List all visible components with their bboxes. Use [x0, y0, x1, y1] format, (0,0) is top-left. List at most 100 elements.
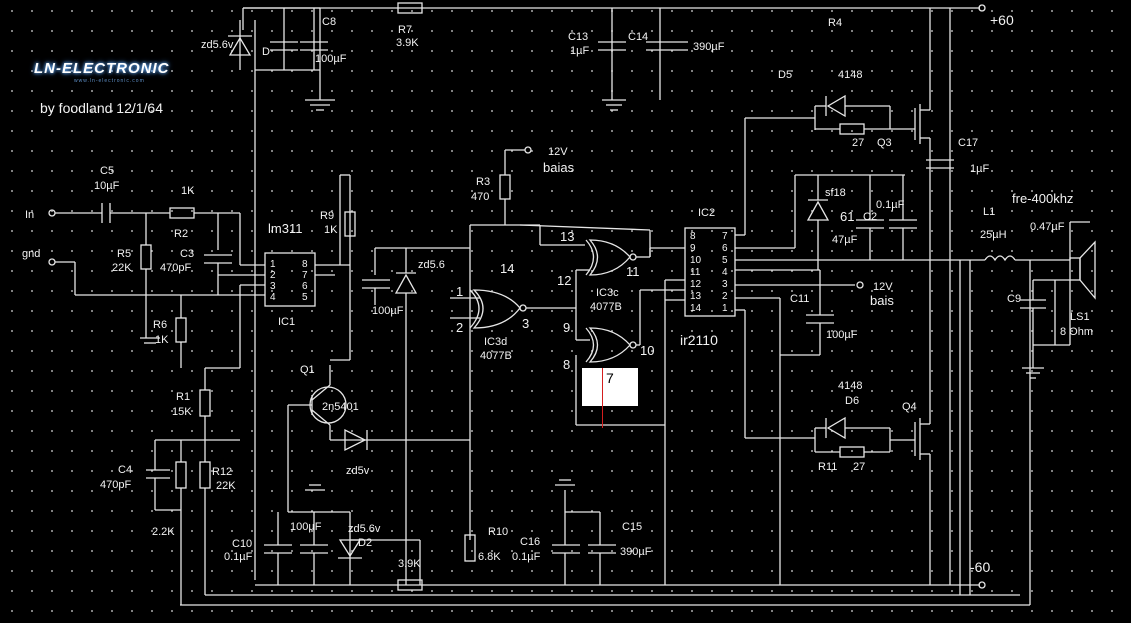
ic2-pin-8: 8: [690, 231, 696, 242]
c9-ref: C9: [1007, 293, 1021, 305]
ic1-name: lm311: [268, 221, 302, 236]
rail-negative: [180, 8, 1030, 606]
speaker-symbol: [1069, 240, 1096, 300]
ic2-body: [684, 227, 736, 317]
ic2-pin-9: 9: [690, 243, 696, 254]
ic3-bottom-gate: [585, 327, 637, 363]
c16-value: 0.1µF: [512, 551, 541, 563]
c4-ref: C4: [118, 464, 132, 476]
annotation-box-label: 7: [606, 370, 614, 386]
rail-positive-label: +60: [990, 12, 1014, 28]
r6-ref: R6: [153, 319, 167, 331]
gate-pin-11: 11: [626, 264, 640, 279]
q4-ref: Q4: [902, 401, 917, 413]
ic3d-gate: [469, 289, 527, 329]
bias-text-bottom: bais: [870, 293, 894, 308]
r12-ref: R12: [212, 466, 232, 478]
ic1-pin-7: 7: [302, 270, 308, 281]
ic2-pin-13: 13: [690, 291, 702, 302]
d6-part: 4148: [838, 380, 862, 392]
r5-value: 22K: [112, 262, 132, 274]
ic2-pin-12: 12: [690, 279, 702, 290]
r10-ref: R10: [488, 526, 508, 538]
q1-transistor: [309, 384, 347, 426]
c3-ref: C3: [180, 248, 194, 260]
ic1-pin-5: 5: [302, 292, 308, 303]
r-bottom-value: 3.9K: [398, 558, 421, 570]
input-gnd-label: gnd: [22, 248, 40, 260]
ic1-pin-6: 6: [302, 281, 308, 292]
c17-ref: C17: [958, 137, 978, 149]
l1-value: 25µH: [980, 229, 1007, 241]
r4-ref: R4: [828, 17, 842, 29]
d5-diode: [825, 94, 846, 118]
ic1-pin-3: 3: [270, 281, 276, 292]
zener-q1-label: zd5v: [346, 465, 370, 477]
ic1-pin-8: 8: [302, 259, 308, 270]
author-credit: by foodland 12/1/64: [40, 100, 163, 116]
ic2-pin-6: 6: [722, 243, 728, 254]
ic2-pin-7: 7: [722, 231, 728, 242]
r10-value: 6.8K: [478, 551, 501, 563]
q1-ref: Q1: [300, 364, 315, 376]
ic2-name: ir2110: [680, 332, 718, 348]
c-zd-value: 100µF: [372, 305, 404, 317]
c5-value: 10µF: [94, 180, 120, 192]
q3-ref: Q3: [877, 137, 892, 149]
ls1-value: 8 Ohm: [1060, 326, 1093, 338]
c16-ref: C16: [520, 536, 540, 548]
rail-negative-label: -60: [970, 559, 990, 575]
c11-ref: C11: [790, 293, 809, 305]
ic1-pin-4: 4: [270, 292, 276, 303]
ic3d-part: 4077B: [480, 350, 512, 362]
brand-logo-tagline: www.ln-electronic.com: [74, 78, 145, 84]
r7-value: 3.9K: [396, 37, 419, 49]
ic2-pin-14: 14: [690, 303, 702, 314]
c17-value: 1µF: [970, 163, 989, 175]
c8-ref: C8: [322, 16, 336, 28]
r5-ref: R5: [117, 248, 131, 260]
gate-pin-9: 9: [563, 320, 570, 335]
r1-value: 15K: [172, 406, 192, 418]
brand-logo: LN-ELECTRONIC: [34, 60, 170, 77]
q1-part: 2n5401: [322, 401, 359, 413]
r9-ref: R9: [320, 210, 334, 222]
d5-ref: D5: [778, 69, 792, 81]
q4-mosfet: [914, 260, 931, 585]
zener-top-ref: D: [262, 46, 270, 58]
input-in-label: In: [25, 209, 34, 221]
ic3c-part: 4077B: [590, 301, 622, 313]
ic2-pin-3: 3: [722, 279, 728, 290]
ic2-pin-5: 5: [722, 255, 728, 266]
r-q3-value: 27: [852, 137, 864, 149]
gate-pin-2: 2: [456, 320, 463, 335]
r7-ref: R7: [398, 24, 412, 36]
c-boot-value: 47µF: [832, 234, 858, 246]
ic2-pin-1: 1: [722, 303, 728, 314]
gate-pin-14: 14: [500, 261, 514, 276]
c5-ref: C5: [100, 165, 114, 177]
r3-ref: R3: [476, 176, 490, 188]
ic2-pin-11: 11: [690, 267, 701, 278]
gate-pin-13: 13: [560, 229, 574, 244]
ic2-pin-4: 4: [722, 267, 728, 278]
c10-ref: C10: [232, 538, 252, 550]
ls1-ref: LS1: [1070, 311, 1090, 323]
bias-12v-bottom: 12V: [873, 281, 893, 293]
c3-value: 470pF: [160, 262, 191, 274]
r12-value: 22K: [216, 480, 236, 492]
zener-top-label: zd5.6v: [201, 39, 234, 51]
ic1-pin-2: 2: [270, 270, 276, 281]
ic1-ref: IC1: [278, 316, 295, 328]
r11-value: 27: [853, 461, 865, 473]
c61-label: 61: [840, 209, 854, 224]
c13-ref: C13: [568, 31, 588, 43]
c10-value: 0.1µF: [224, 551, 253, 563]
d2-ref: D2: [358, 537, 372, 549]
ic3c-ref: IC3c: [596, 287, 619, 299]
bias-text-top: baias: [543, 160, 575, 175]
c2-value: 0.1µF: [876, 199, 905, 211]
r11-ref: R11: [818, 461, 837, 473]
